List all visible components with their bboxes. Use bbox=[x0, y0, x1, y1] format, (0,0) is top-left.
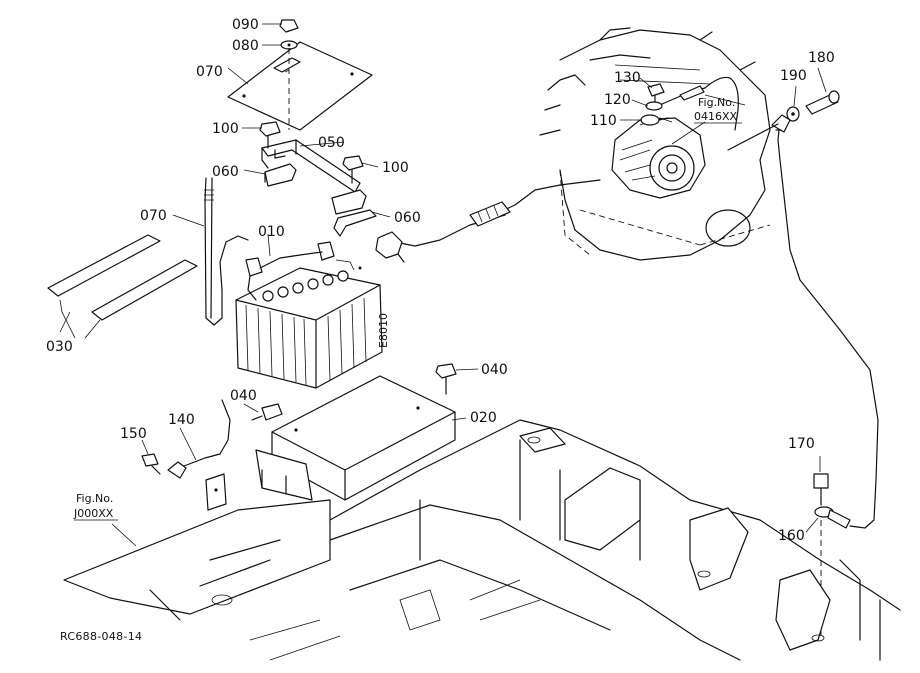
nut-100-left bbox=[259, 121, 281, 149]
pad-030 bbox=[47, 234, 198, 339]
callout-190: 190 bbox=[780, 68, 807, 84]
cover-080 bbox=[227, 41, 373, 131]
callout-160: 160 bbox=[778, 528, 805, 544]
callout-020: 020 bbox=[470, 410, 497, 426]
ground-cable-140 bbox=[167, 399, 231, 511]
callout-120: 120 bbox=[604, 92, 631, 108]
bracket-060-right bbox=[331, 189, 377, 237]
leader-fig0416 bbox=[727, 123, 779, 151]
callout-090: 080 bbox=[232, 38, 259, 54]
figref-j000-title: Fig.No. bbox=[76, 492, 113, 505]
cable-eye-160 bbox=[814, 506, 851, 640]
callout-labels: 090 080 070 100 050 060 100 060 070 010 … bbox=[46, 17, 835, 544]
callout-030: 030 bbox=[46, 339, 73, 355]
callout-110: 110 bbox=[590, 113, 617, 129]
callout-100c: 100 bbox=[382, 160, 409, 176]
bolt-040-right bbox=[435, 363, 457, 395]
figure-ref-0416: Fig.No. 0416XX bbox=[694, 96, 742, 124]
callout-040b: 040 bbox=[230, 388, 257, 404]
callout-140: 140 bbox=[168, 412, 195, 428]
callout-170: 170 bbox=[788, 436, 815, 452]
callout-060b: 060 bbox=[394, 210, 421, 226]
drawing-id: RC688-048-14 bbox=[60, 630, 142, 643]
figref-j000-code: J000XX bbox=[73, 507, 114, 520]
nut-100-right bbox=[342, 155, 364, 184]
tray-020 bbox=[255, 375, 456, 501]
callout-180: 180 bbox=[808, 50, 835, 66]
callout-070-label: 070 bbox=[140, 208, 167, 224]
terminal-washer-120 bbox=[645, 85, 706, 111]
chassis bbox=[63, 419, 901, 661]
figref-0416-code: 0416XX bbox=[694, 110, 738, 123]
bolt-040-left bbox=[251, 403, 283, 421]
bolt-170 bbox=[813, 473, 829, 506]
callout-130: 130 bbox=[614, 70, 641, 86]
callout-010: 010 bbox=[258, 224, 285, 240]
leader-lines bbox=[59, 23, 827, 547]
callout-150: 150 bbox=[120, 426, 147, 442]
bolt-150 bbox=[141, 453, 161, 475]
rod-070 bbox=[204, 177, 249, 326]
positive-cable bbox=[375, 76, 739, 263]
callout-060a: 060 bbox=[212, 164, 239, 180]
callout-100a: 090 bbox=[232, 17, 259, 33]
battery-label: E8010 bbox=[377, 313, 390, 348]
battery-010 bbox=[235, 241, 383, 389]
figure-ref-j000: Fig.No. J000XX bbox=[73, 492, 118, 521]
engine-outline bbox=[539, 27, 771, 261]
bracket-060-left bbox=[264, 163, 297, 187]
callout-050: 050 bbox=[318, 135, 345, 151]
washer-190 bbox=[786, 106, 800, 122]
negative-cable bbox=[771, 114, 879, 529]
callout-080: 070 bbox=[196, 64, 223, 80]
washer-090 bbox=[280, 40, 298, 50]
nut-100-top bbox=[279, 19, 299, 33]
bolt-180 bbox=[805, 90, 840, 115]
callout-100b: 100 bbox=[212, 121, 239, 137]
figref-0416-title: Fig.No. bbox=[698, 96, 735, 109]
callout-040a: 040 bbox=[481, 362, 508, 378]
alternator bbox=[611, 117, 706, 199]
